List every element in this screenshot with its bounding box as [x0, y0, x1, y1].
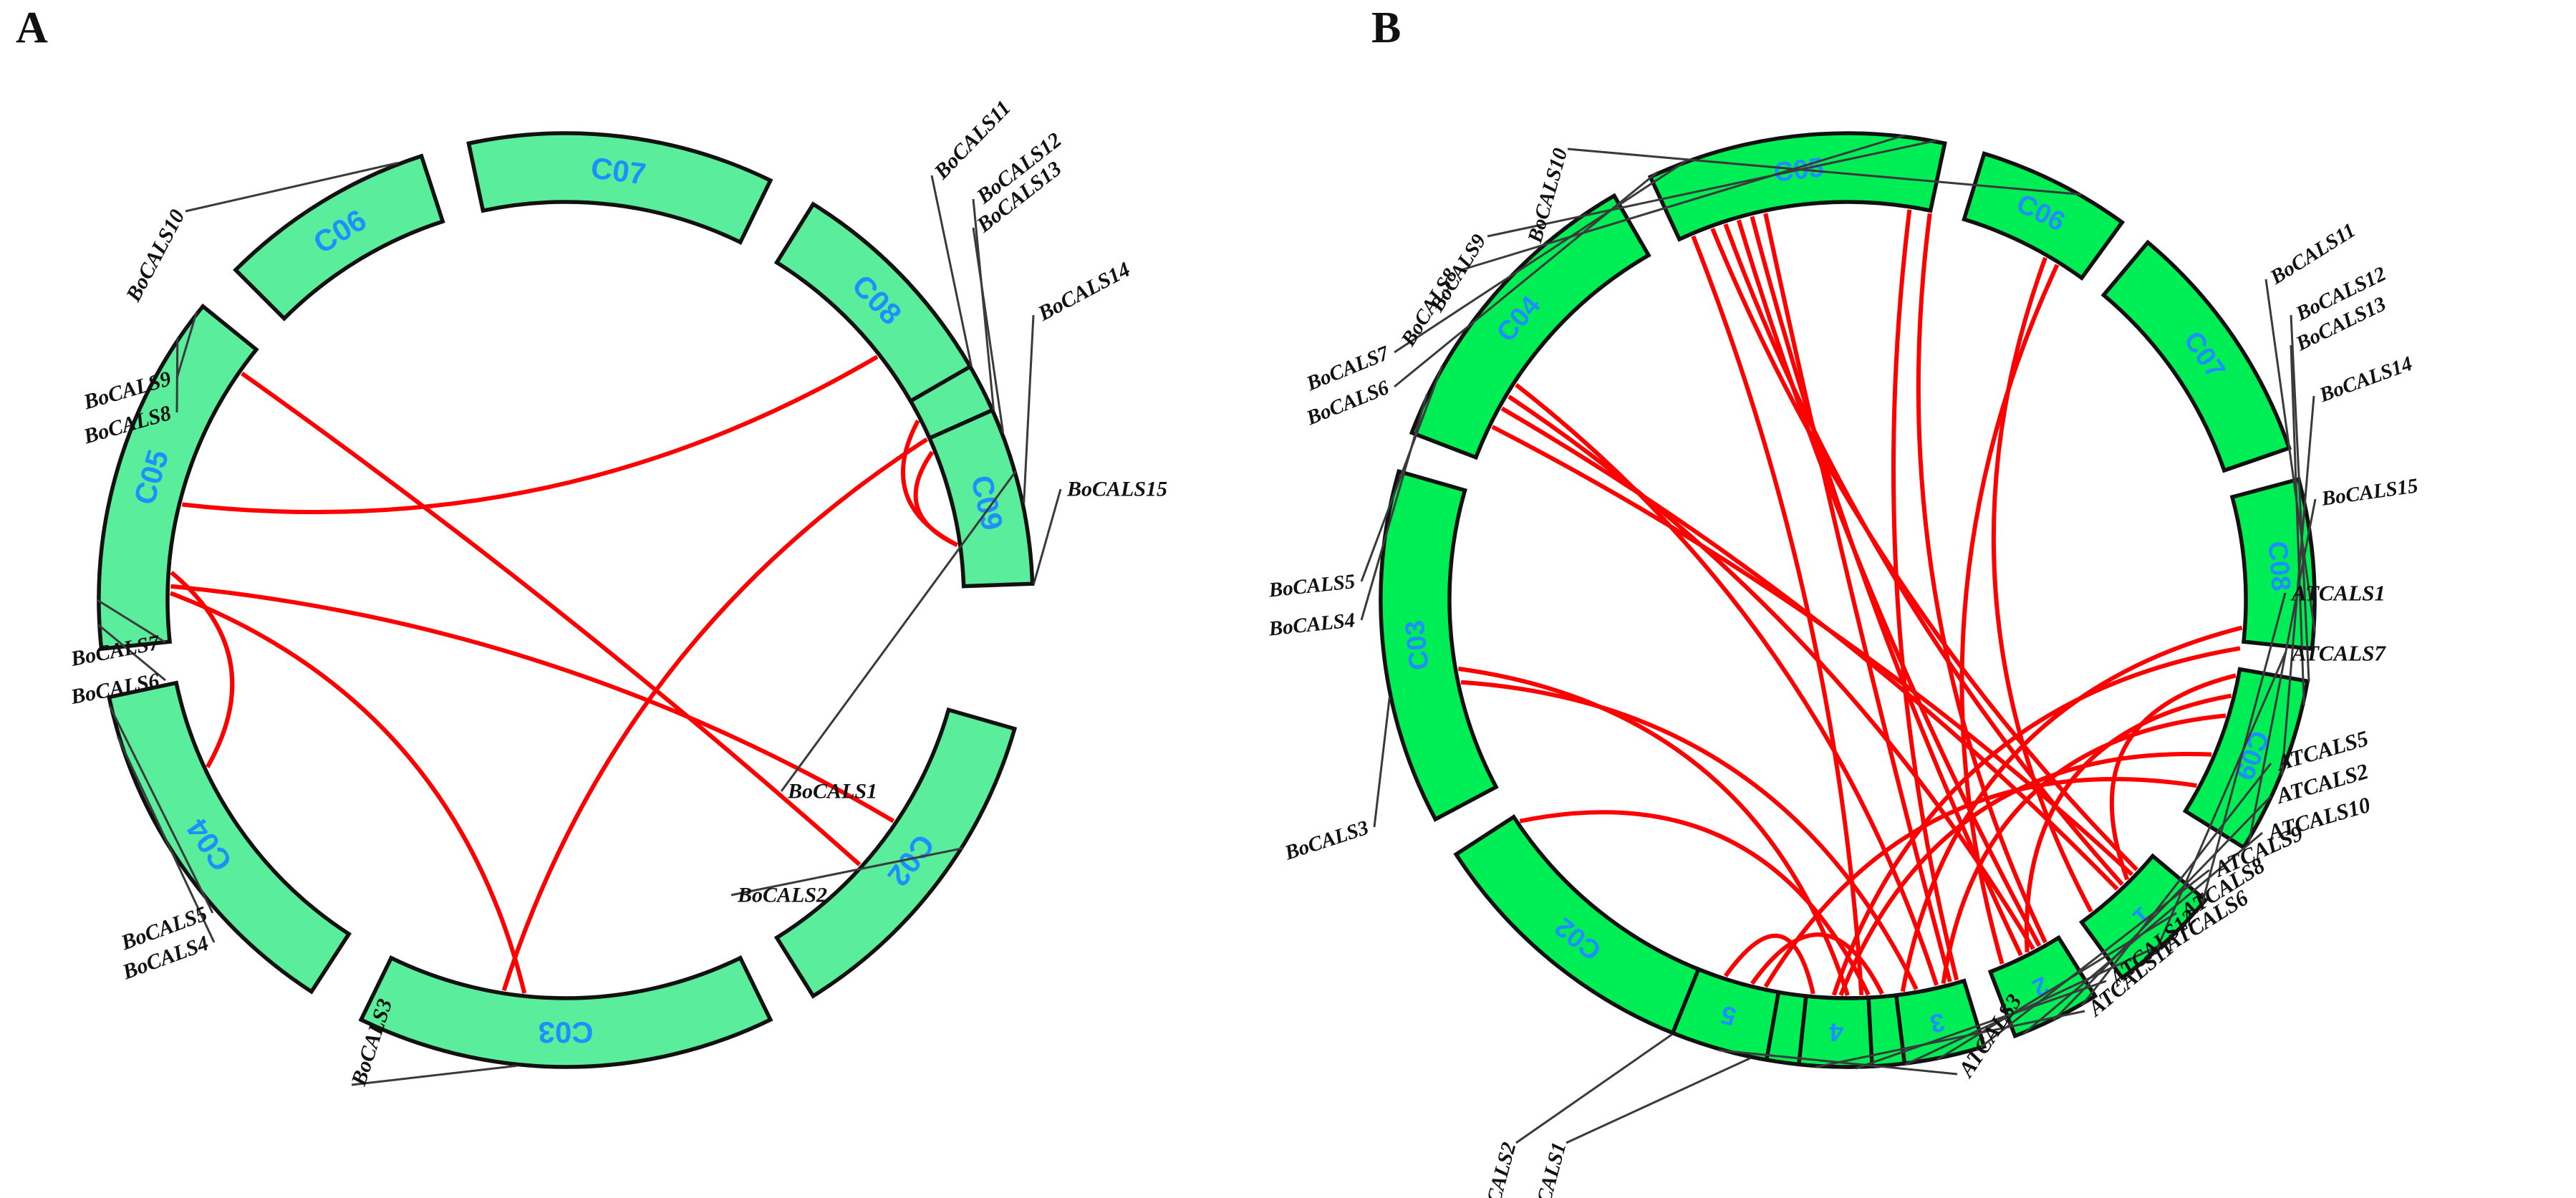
collinearity-link [1519, 810, 1871, 996]
chromosome-label: C07 [589, 150, 648, 190]
gene-label: BoCALS10 [121, 206, 189, 306]
collinearity-link [1723, 933, 1815, 995]
chromosome-arc-c02[interactable]: C02 [773, 707, 1018, 999]
at-gene-label-group: ATCALS7 [2153, 641, 2386, 955]
collinearity-link [182, 354, 879, 515]
gene-label: BoCALS15 [2320, 474, 2420, 511]
gene-label: BoCALS3 [1281, 816, 1371, 865]
chromosome-label: C08 [2262, 540, 2295, 592]
chromosome-label: C03 [538, 1016, 593, 1050]
collinearity-link [1691, 235, 1864, 995]
gene-label-group: BoCALS3 [1281, 697, 1391, 865]
gene-label: BoCALS15 [1066, 478, 1167, 501]
collinearity-link [170, 591, 527, 994]
collinearity-link [1838, 752, 2212, 997]
chromosome-arc-c07[interactable]: C07 [2100, 239, 2292, 473]
collinearity-link [1500, 406, 2119, 891]
gene-label: BoCALS3 [347, 996, 397, 1089]
gene-label: BoCALS2 [737, 884, 827, 907]
collinearity-link [241, 371, 862, 866]
collinearity-link [170, 571, 235, 768]
gene-label: BoCALS9 [1425, 231, 1491, 317]
panel-a-circos: C01C02C03C04C05C06C07C08C09BoCALS1BoCALS… [68, 96, 1167, 1089]
chromosome-arc-c04[interactable]: C04 [1409, 193, 1651, 460]
arabidopsis-chromosome-4[interactable]: 4 [1796, 993, 1875, 1069]
gene-label-group: BoCALS1 [1526, 1057, 1751, 1198]
arabidopsis-chromosome-5[interactable]: 5 [1670, 966, 1781, 1063]
collinearity-link [1891, 209, 1959, 981]
panel-b-circos: C01C02C03C04C05C06C07C08C0912345BoCALS1B… [1267, 131, 2420, 1198]
chromosome-arc-c03[interactable]: C03 [1379, 468, 1499, 822]
panel-a-letter: A [16, 4, 48, 52]
arabidopsis-chromosome-3[interactable]: 3 [1894, 978, 1987, 1066]
collinearity-link [1900, 625, 2243, 992]
collinearity-link [1750, 216, 2023, 957]
chromosome-arc-c03[interactable]: C03 [358, 955, 773, 1069]
gene-label-group: BoCALS2 [730, 847, 963, 907]
gene-label: BoCALS1 [787, 780, 877, 803]
collinearity-link [1763, 776, 2197, 988]
collinearity-link [1941, 713, 2227, 985]
panel-b: B C01C02C03C04C05C06C07C08C0912345BoCALS… [1267, 0, 2576, 1198]
gene-label: BoCALS1 [1526, 1140, 1571, 1198]
panel-b-letter: B [1371, 4, 1402, 52]
panel-a: A C01C02C03C04C05C06C07C08C09BoCALS1BoCA… [0, 0, 1282, 1198]
at-gene-label: ATCALS7 [2290, 641, 2386, 666]
collinearity-link [1515, 382, 1939, 986]
gene-label-group: BoCALS14 [1023, 258, 1134, 503]
collinearity-link [1508, 395, 2035, 950]
collinearity-link [1916, 213, 2047, 944]
chromosome-arc-c06[interactable]: C06 [1962, 151, 2126, 281]
chromosome-arc-c06[interactable]: C06 [233, 153, 445, 322]
collinearity-link [1959, 264, 2060, 965]
chromosome-arc-c02[interactable]: C02 [1453, 814, 1714, 1042]
gene-label-group: BoCALS2 [1476, 1033, 1673, 1198]
chromosome-arc-c07[interactable]: C07 [466, 131, 773, 245]
collinearity-link [501, 437, 928, 992]
collinearity-link [1710, 228, 2138, 871]
collinearity-links [170, 354, 958, 994]
arabidopsis-chromosome-label: 4 [1829, 1018, 1844, 1048]
collinearity-link [170, 584, 895, 823]
gene-label: BoCALS2 [1476, 1140, 1520, 1198]
at-gene-label: ATCALS1 [2290, 581, 2386, 606]
collinearity-link [1763, 213, 1952, 982]
gene-label-group: BoCALS1 [780, 470, 1017, 803]
collinearity-link [1460, 680, 1919, 990]
gene-label-group: BoCALS15 [1033, 478, 1167, 584]
gene-label: BoCALS14 [1033, 258, 1134, 326]
collinearity-links [1457, 209, 2243, 997]
chromosome-arc-c05[interactable]: C05 [97, 303, 259, 652]
gene-label: BoCALS14 [2316, 352, 2416, 407]
chromosome-label: C03 [1400, 619, 1435, 672]
collinearity-link [1723, 223, 2124, 887]
collinearity-link [1831, 646, 2241, 996]
collinearity-link [1750, 932, 1884, 995]
chromosome-arc-c09[interactable]: C09 [927, 407, 1035, 589]
collinearity-link [2109, 673, 2237, 881]
chromosome-arc-c08[interactable]: C08 [773, 201, 973, 404]
collinearity-link [901, 419, 958, 547]
